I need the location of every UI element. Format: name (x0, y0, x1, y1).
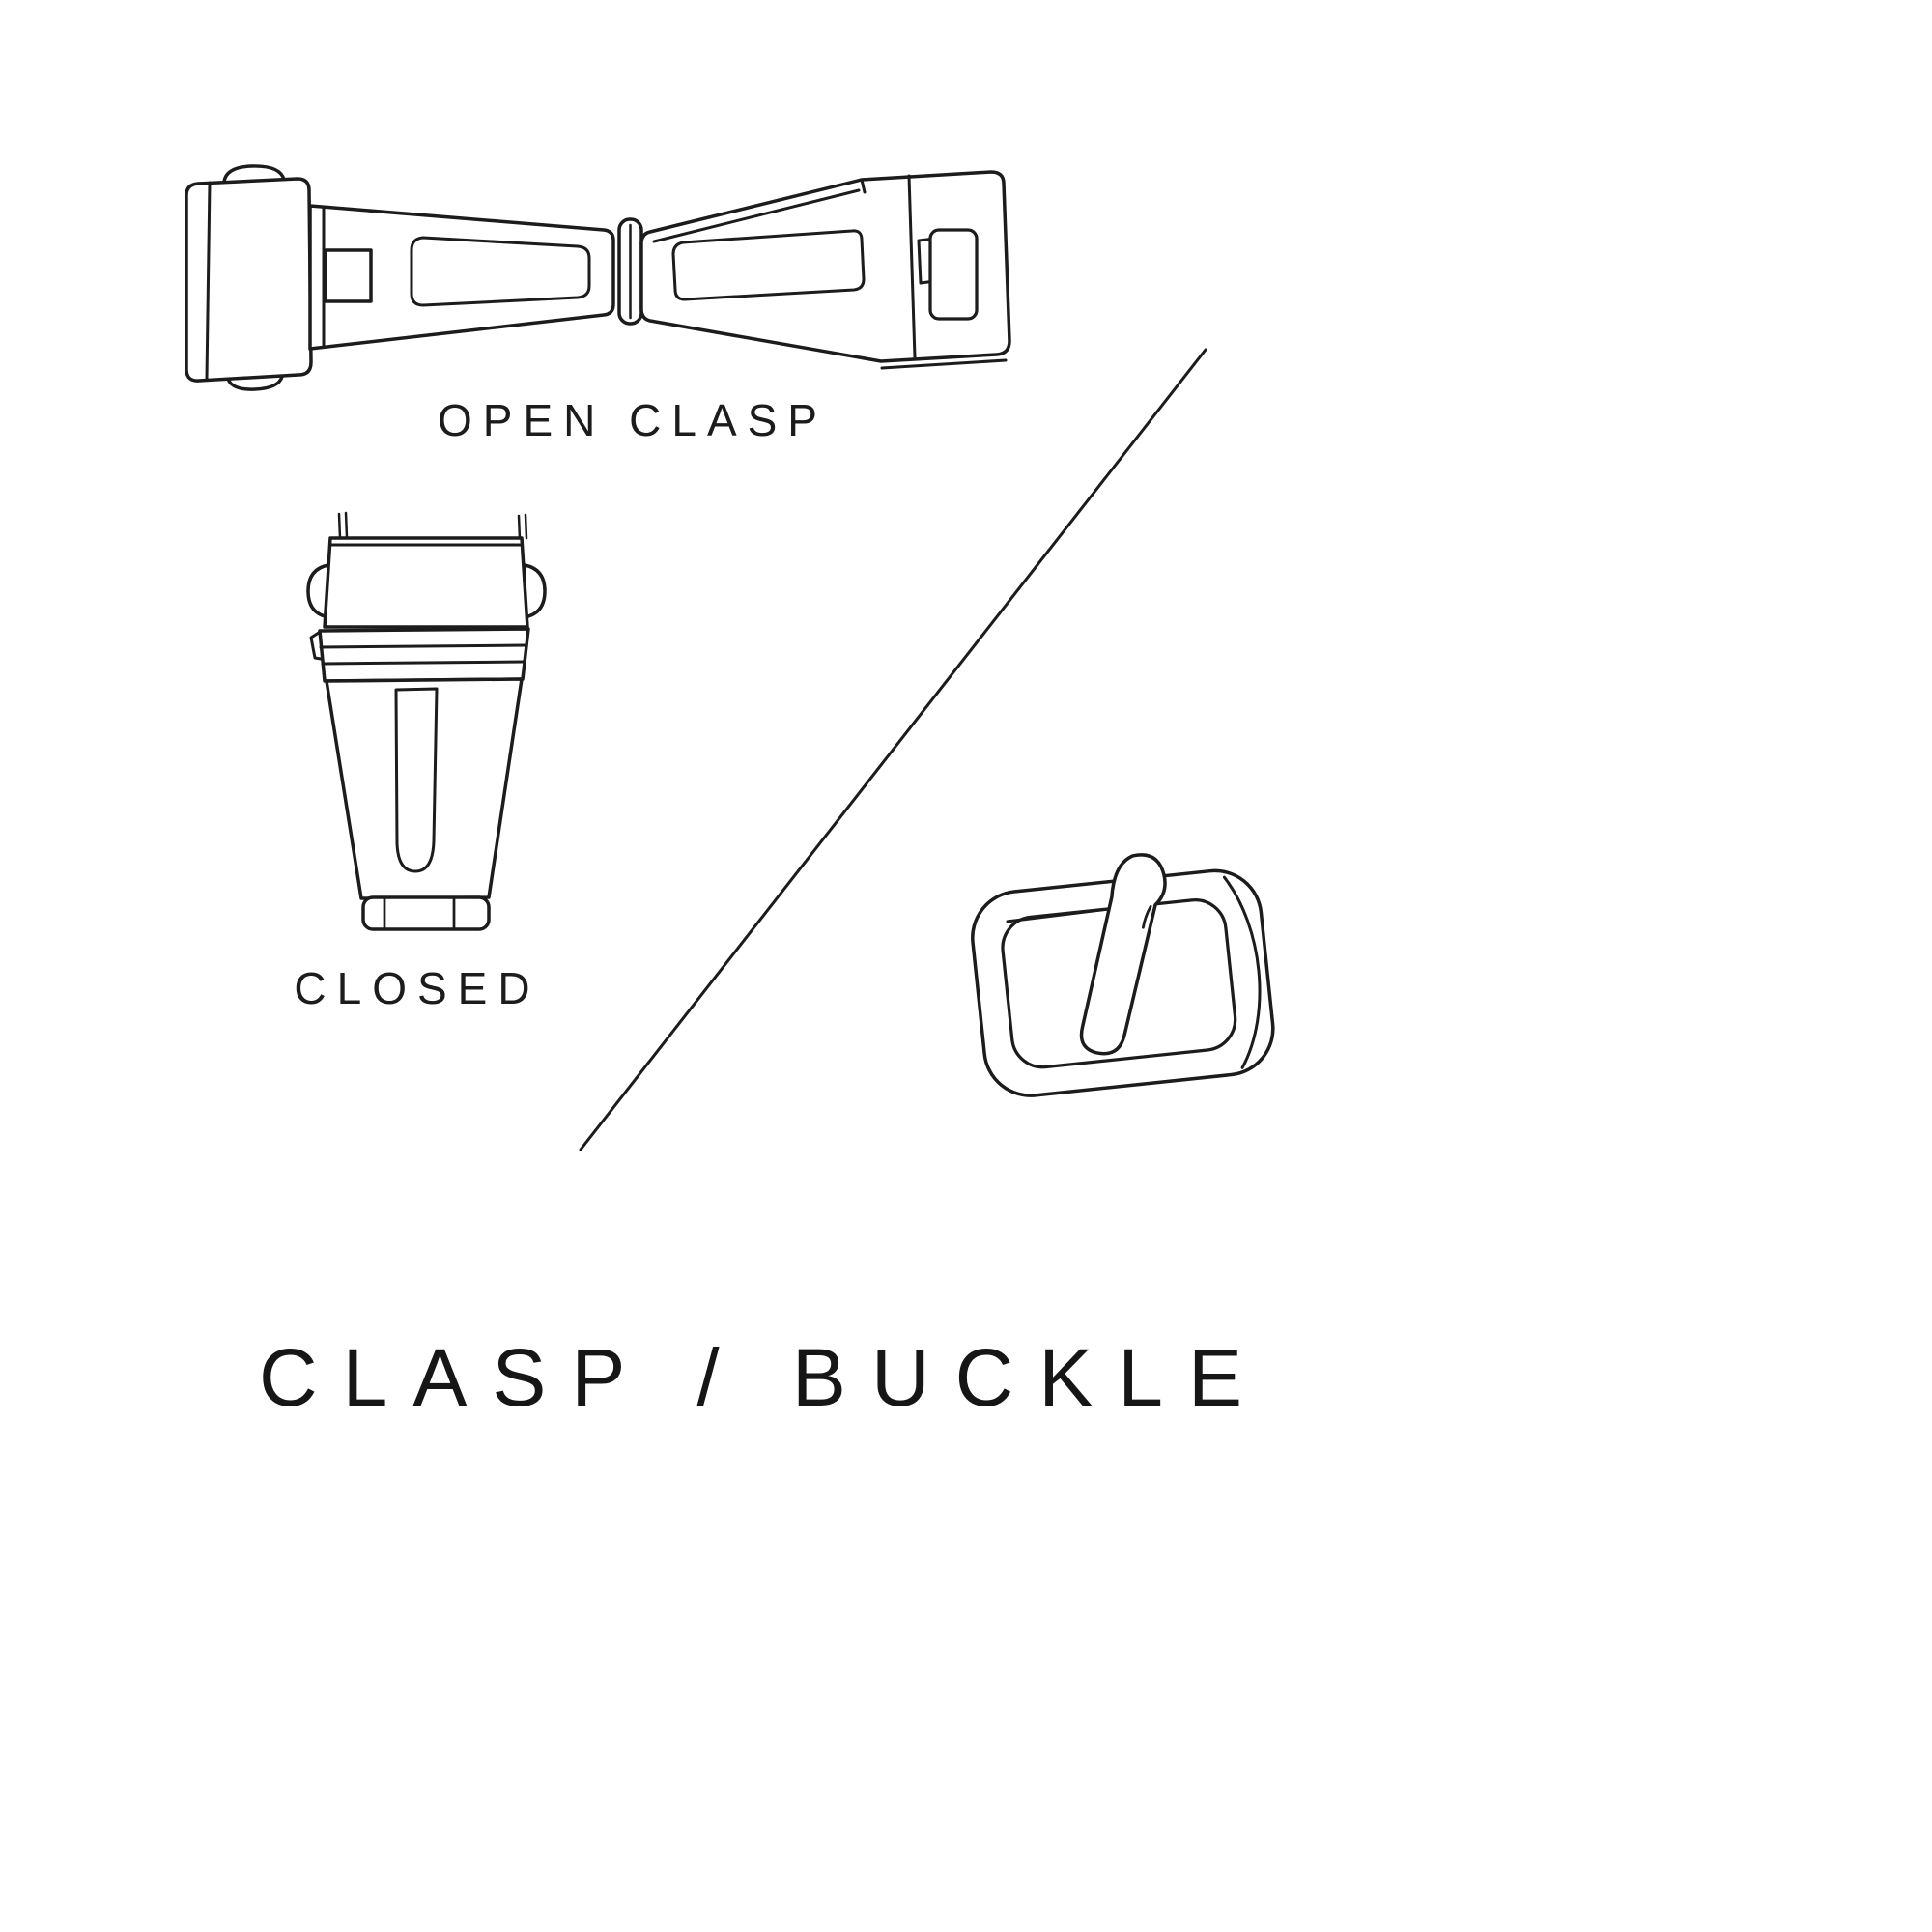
tang-buckle-illustration (971, 853, 1275, 1097)
closed-clasp-right-ear-icon (523, 563, 547, 619)
open-clasp-right-cutout-icon (671, 229, 866, 301)
buckle-frame-thickness-icon (1222, 875, 1262, 1069)
closed-clasp-slot-icon (394, 687, 439, 873)
open-clasp-illustration (185, 164, 1011, 391)
closed-clasp-top-block-icon (323, 536, 529, 629)
open-clasp-label: OPEN CLASP (438, 395, 828, 445)
closed-clasp-illustration (306, 511, 547, 931)
open-clasp-end-hook-icon (917, 237, 937, 285)
closed-label: CLOSED (294, 963, 541, 1013)
buckle-springbar-icon (1006, 906, 1117, 923)
open-clasp-end-slot-icon (928, 228, 979, 321)
open-clasp-left-cutout-icon (410, 236, 591, 307)
open-clasp-notch-icon (324, 248, 373, 303)
closed-clasp-foot-icon (361, 895, 491, 931)
closed-clasp-left-ear-icon (306, 563, 330, 619)
page-title: CLASP / BUCKLE (258, 1332, 1268, 1423)
open-clasp-left-block-icon (185, 177, 313, 383)
open-clasp-left-top-tab-icon (222, 164, 286, 184)
open-clasp-left-bottom-tab-icon (226, 375, 284, 391)
diagonal-divider-line (579, 348, 1208, 1151)
buckle-tang-icon (1079, 853, 1167, 1056)
closed-clasp-band-icon (318, 627, 530, 683)
